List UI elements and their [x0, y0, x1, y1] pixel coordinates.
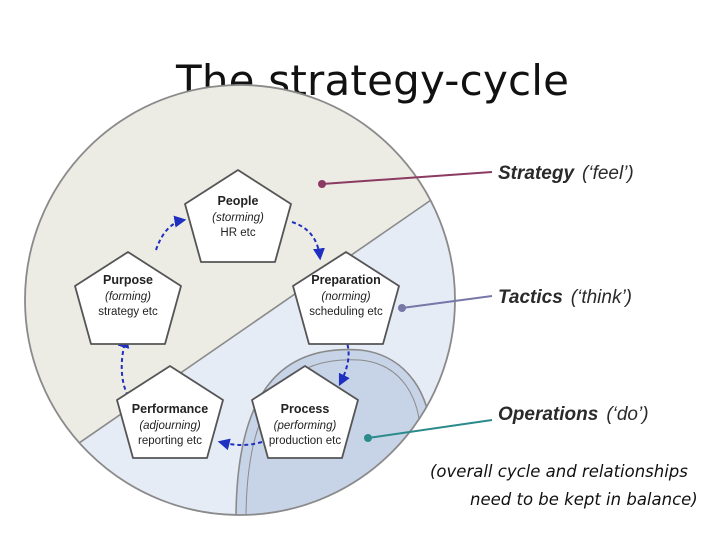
tactics-dot	[398, 304, 406, 312]
tactics-connector	[401, 295, 493, 309]
preparation-phase: (norming)	[321, 291, 370, 303]
performance-node	[116, 365, 224, 459]
performance-phase: (adjourning)	[139, 420, 201, 432]
tactics-verb: (‘think’)	[571, 287, 632, 308]
balance-note-line1: (overall cycle and relationships	[430, 462, 688, 481]
purpose-node	[74, 251, 182, 345]
process-name: Process	[281, 402, 330, 416]
performance-name: Performance	[132, 402, 208, 416]
preparation-area: scheduling etc	[309, 306, 383, 318]
operations-boundary-inner	[245, 359, 421, 515]
people-phase: (storming)	[212, 212, 264, 224]
tactics-label-group: Tactics (‘think’)	[498, 287, 632, 308]
preparation-node	[292, 251, 400, 345]
arrow-process-to-performance	[217, 438, 263, 451]
operations-connector	[367, 419, 493, 439]
balance-note: (overall cycle and relationships need to…	[430, 458, 716, 514]
process-phase: (performing)	[274, 420, 337, 432]
strategy-label: Strategy	[498, 163, 575, 184]
purpose-name: Purpose	[103, 273, 153, 287]
people-area: HR etc	[220, 227, 255, 239]
process-node	[251, 365, 359, 459]
operations-verb: (‘do’)	[606, 404, 648, 425]
preparation-name: Preparation	[311, 273, 380, 287]
people-name: People	[218, 194, 259, 208]
purpose-area: strategy etc	[98, 306, 158, 318]
strategy-tactics-boundary	[39, 179, 455, 471]
operations-label-group: Operations (‘do’)	[498, 404, 649, 425]
strategy-connector	[321, 171, 493, 185]
purpose-phase: (forming)	[105, 291, 151, 303]
strategy-dot	[318, 180, 326, 188]
arrow-people-to-preparation	[291, 221, 325, 261]
process-area: production etc	[269, 435, 341, 447]
people-node	[184, 169, 292, 263]
balance-note-line2: need to be kept in balance)	[470, 490, 698, 509]
operations-dot	[364, 434, 372, 442]
strategy-label-group: Strategy (‘feel’)	[498, 163, 634, 184]
tactics-label: Tactics	[498, 287, 563, 308]
arrow-purpose-to-people	[155, 215, 187, 251]
operations-boundary	[235, 348, 431, 515]
operations-label: Operations	[498, 404, 598, 425]
strategy-verb: (‘feel’)	[582, 163, 634, 184]
performance-area: reporting etc	[138, 435, 202, 447]
